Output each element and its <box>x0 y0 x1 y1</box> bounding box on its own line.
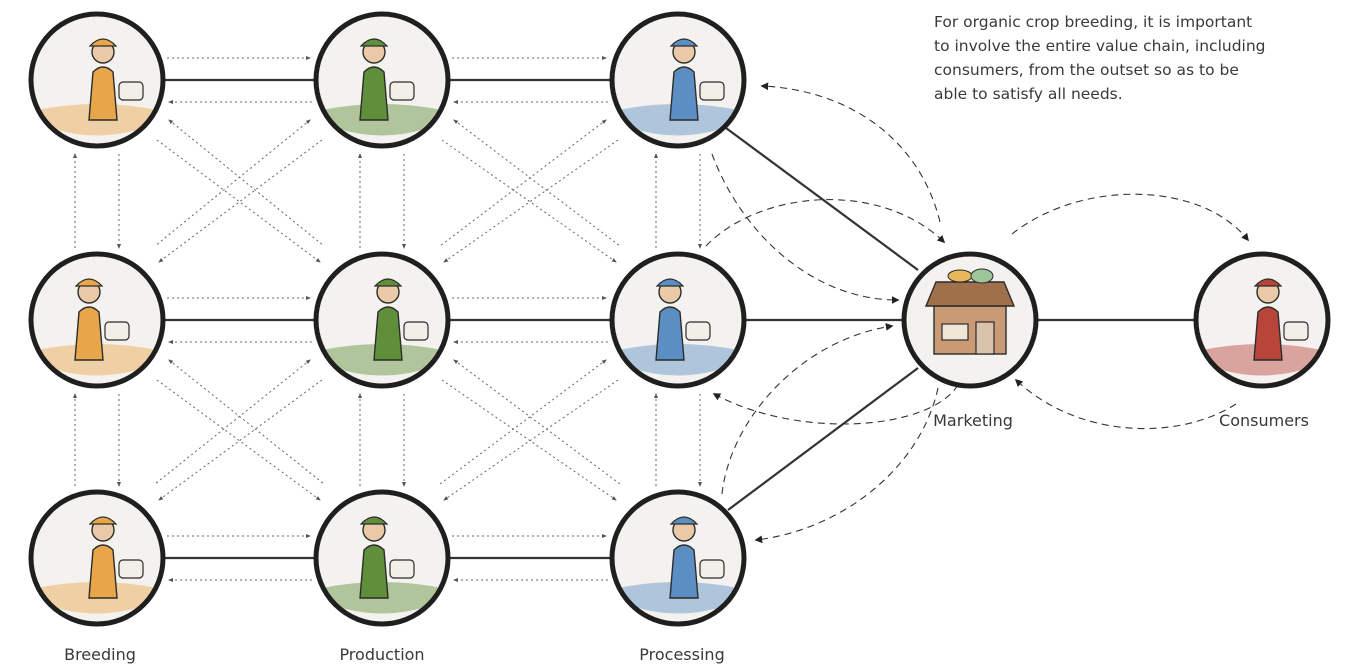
dotted-diagonal-down-right <box>441 379 617 501</box>
dotted-diagonal-up-left <box>453 359 621 485</box>
farmer-with-ox-icon <box>322 516 442 614</box>
node-processing-cheesemaker <box>609 489 747 627</box>
column-label-breeding: Breeding <box>64 645 136 664</box>
node-marketing-shop <box>901 251 1039 389</box>
node-breeding-scientist <box>28 11 166 149</box>
feedback-arrow-cheesemaker-to-marketing <box>721 323 894 495</box>
column-label-consumers: Consumers <box>1219 411 1309 430</box>
solid-link-miller-marketing <box>725 127 919 271</box>
note-line-1: For organic crop breeding, it is importa… <box>934 13 1253 31</box>
node-production-tractor <box>313 11 451 149</box>
cheesemaker-icon <box>618 516 738 614</box>
dotted-diagonal-up-left <box>168 119 325 247</box>
tractor-icon <box>322 38 442 136</box>
dotted-diagonal-down-right <box>156 379 321 501</box>
dotted-diagonal-up-right <box>154 359 311 485</box>
note-line-2: to involve the entire value chain, inclu… <box>934 37 1266 55</box>
dotted-diagonal-up-right <box>439 119 607 247</box>
column-label-processing: Processing <box>639 645 725 664</box>
dotted-diagonal-down-left <box>158 139 323 263</box>
feedback-arrow-consumers-to-marketing <box>1014 378 1237 430</box>
dotted-diagonal-up-right <box>439 359 607 485</box>
shopper-with-basket-icon <box>1202 278 1322 376</box>
dotted-diagonal-up-left <box>168 359 325 485</box>
dotted-diagonal-up-left <box>453 119 621 247</box>
dotted-diagonal-down-left <box>158 379 323 501</box>
dotted-diagonal-down-left <box>443 379 619 501</box>
node-processing-miller <box>609 11 747 149</box>
dotted-diagonal-down-right <box>156 139 321 263</box>
feedback-arrow-marketing-to-miller <box>760 82 941 223</box>
dotted-diagonal-down-left <box>443 139 619 263</box>
node-consumer-shopper <box>1193 251 1331 389</box>
column-label-marketing: Marketing <box>933 411 1013 430</box>
feedback-arrow-miller-to-marketing <box>711 153 900 304</box>
node-breeding-field-notes <box>28 251 166 389</box>
dotted-diagonal-down-right <box>441 139 617 263</box>
node-production-hoeing <box>313 251 451 389</box>
value-chain-note: For organic crop breeding, it is importa… <box>934 10 1314 106</box>
dotted-diagonal-up-right <box>154 119 311 247</box>
breeder-with-cow-icon <box>37 516 157 614</box>
feedback-arrow-marketing-to-baker <box>712 384 959 425</box>
farmer-hoeing-icon <box>322 278 442 376</box>
node-production-ox-plough <box>313 489 451 627</box>
kneeling-researcher-icon <box>37 38 157 136</box>
researcher-with-notebook-icon <box>37 278 157 376</box>
market-shop-icon <box>924 268 1016 355</box>
feedback-arrow-marketing-to-cheesemaker <box>754 387 939 544</box>
node-processing-baker <box>609 251 747 389</box>
feedback-arrow-baker-to-marketing <box>705 199 946 247</box>
solid-link-cheesemaker-marketing <box>727 367 919 511</box>
feedback-arrow-marketing-to-consumers <box>1011 193 1249 242</box>
note-line-3: consumers, from the outset so as to be <box>934 61 1239 79</box>
node-breeding-livestock <box>28 489 166 627</box>
note-line-4: able to satisfy all needs. <box>934 85 1123 103</box>
baker-icon <box>618 278 738 376</box>
column-label-production: Production <box>339 645 425 664</box>
miller-with-sack-icon <box>618 38 738 136</box>
